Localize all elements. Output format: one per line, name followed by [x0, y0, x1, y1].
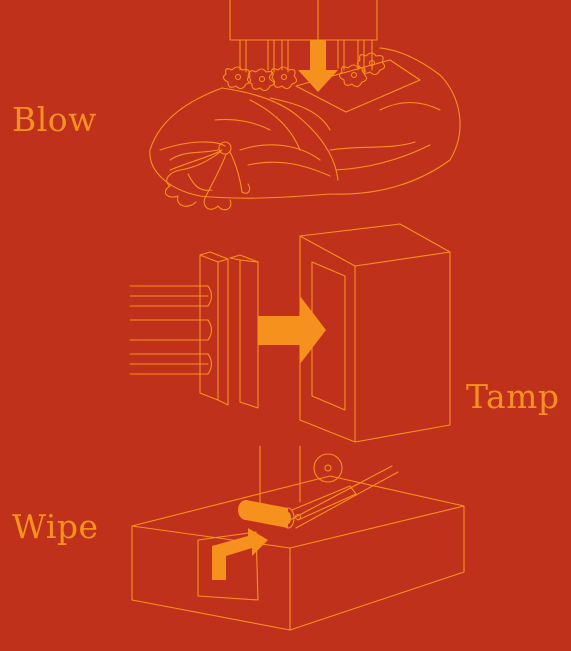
press-plates — [199, 251, 259, 409]
label-blow: Blow — [12, 100, 97, 139]
bag — [149, 47, 461, 211]
blow-arrow-icon — [298, 40, 338, 92]
reel — [313, 453, 343, 483]
blower-housing — [229, 0, 378, 73]
tamp-box — [299, 223, 451, 443]
tamp-arrow-icon — [258, 296, 326, 364]
tamp-illustration — [129, 223, 451, 443]
wipe-illustration — [131, 445, 465, 631]
label-wipe: Wipe — [12, 507, 99, 546]
wipe-box — [131, 475, 465, 631]
wipe-arrow-icon — [212, 528, 268, 580]
label-tamp: Tamp — [466, 377, 560, 416]
blow-illustration — [149, 0, 461, 211]
roller — [238, 500, 295, 529]
pistons — [129, 285, 213, 375]
sheet — [295, 59, 421, 113]
